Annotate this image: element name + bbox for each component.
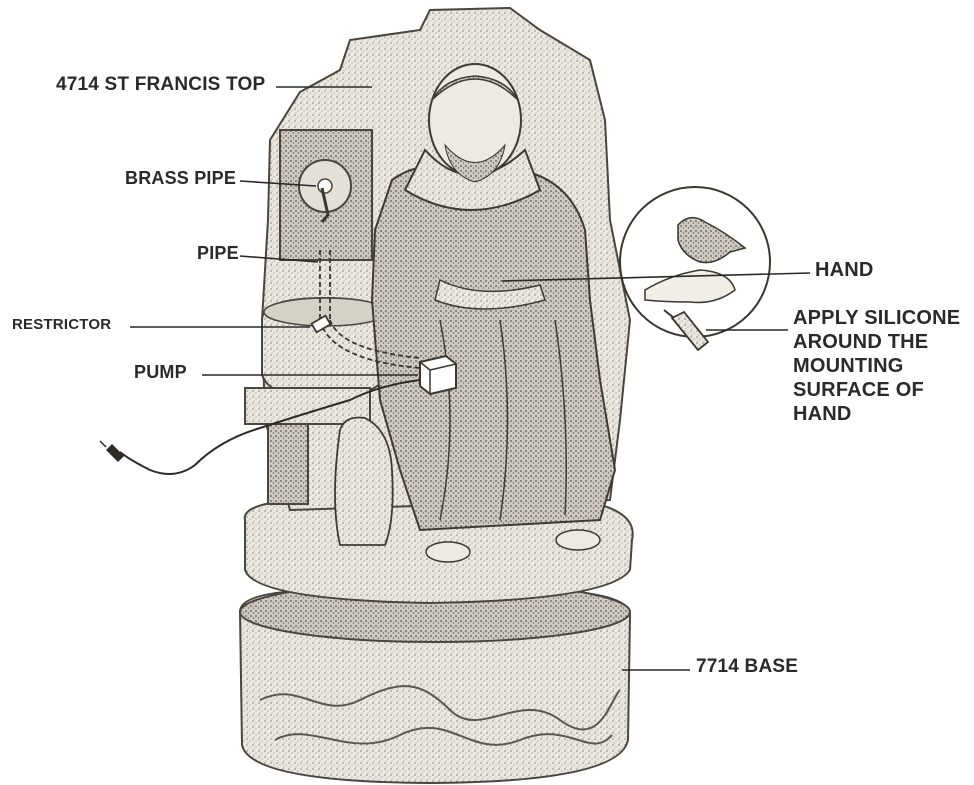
bird-in-hand-detail [620, 187, 770, 337]
label-base: 7714 BASE [696, 656, 798, 678]
squirrel-figure [335, 418, 393, 546]
label-pump: PUMP [134, 362, 187, 383]
label-pipe: PIPE [197, 243, 239, 264]
label-hand: HAND [815, 259, 874, 282]
base-drum [240, 582, 630, 783]
label-apply-silicone: APPLY SILICONE AROUND THE MOUNTING SURFA… [793, 306, 973, 426]
pump-box-icon [420, 356, 456, 394]
label-restrictor: RESTRICTOR [12, 316, 111, 333]
label-brass-pipe: BRASS PIPE [125, 168, 236, 189]
label-st-francis-top: 4714 ST FRANCIS TOP [56, 74, 265, 96]
wall-plaque [280, 130, 372, 260]
